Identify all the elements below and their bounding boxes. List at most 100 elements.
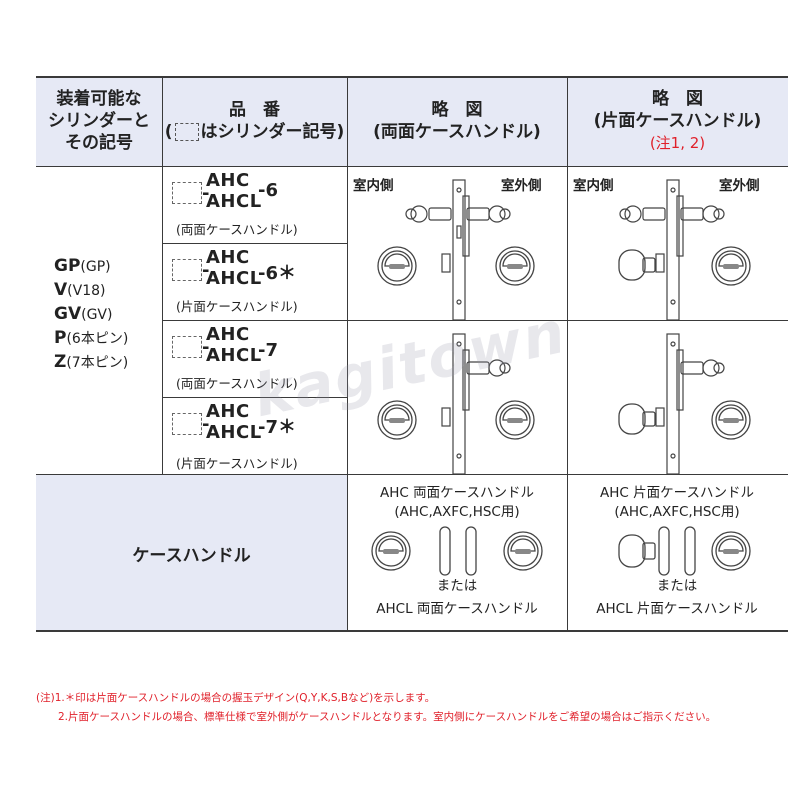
label-inside: 室内側	[353, 177, 394, 194]
cylinder-placeholder-icon	[172, 336, 202, 358]
header-title: 品 番	[229, 100, 280, 120]
or-text: または	[657, 578, 698, 594]
code-ahc: AHC	[206, 401, 250, 422]
product-note: (片面ケースハンドル)	[176, 299, 298, 314]
rule-bottom-section	[36, 474, 788, 475]
lock-sketch-single-upper: 室内側 室外側	[573, 177, 760, 320]
case-handle-label-cell: ケースハンドル	[36, 474, 347, 632]
paren-open: (	[164, 122, 173, 142]
header-line: その記号	[65, 133, 133, 153]
code-ahcl: AHCL	[206, 422, 262, 443]
header-mountable-cylinders: 装着可能な シリンダーと その記号	[36, 76, 162, 166]
case-handle-label: ケースハンドル	[132, 545, 251, 566]
symbol-list: GP(GP) V(V18) GV(GV) P(6本ピン) Z(7本ピン)	[36, 254, 162, 384]
rule-header	[36, 166, 788, 167]
double-alt: AHCL 両面ケースハンドル	[376, 601, 537, 617]
label-outside: 室外側	[501, 177, 542, 194]
case-handle-icon	[371, 531, 411, 571]
knob-icon	[618, 403, 656, 435]
product-note: (片面ケースハンドル)	[176, 456, 298, 471]
symbol-p: P(6本ピン)	[54, 328, 129, 348]
dashed-box-icon	[174, 123, 199, 141]
lock-sketch-double-upper: 室内側 室外側	[353, 177, 542, 320]
rule-row	[162, 320, 788, 321]
key-cylinder-icon	[619, 205, 725, 223]
header-product-number: 品 番 ( はシリンダー記号)	[162, 76, 347, 166]
code-ahc: AHC	[206, 247, 250, 268]
escutcheon-plate-icon	[658, 526, 696, 576]
lock-sketch-double-lower	[377, 333, 535, 474]
lockcase-icon	[655, 333, 684, 474]
key-cylinder-icon	[680, 359, 725, 377]
symbol-v: V(V18)	[54, 280, 106, 300]
code-suffix: -7＊	[258, 417, 296, 438]
or-text: または	[437, 578, 478, 594]
rule-bottom	[36, 630, 788, 632]
code-ahc: AHC	[206, 170, 250, 191]
rule-vertical	[347, 76, 348, 632]
label-inside: 室内側	[573, 177, 614, 194]
case-handle-icon	[495, 246, 535, 286]
header-sketch-single: 略 図 (片面ケースハンドル) (注1, 2)	[567, 76, 788, 166]
symbol-z: Z(7本ピン)	[54, 352, 129, 372]
product-row: - AHC AHCL -6＊ (片面ケースハンドル)	[162, 243, 347, 320]
code-ahcl: AHCL	[206, 191, 262, 212]
label-outside: 室外側	[719, 177, 760, 194]
case-handle-icon	[377, 400, 417, 440]
header-title: 略 図	[652, 89, 703, 109]
models: (AHC,AXFC,HSC用)	[394, 504, 519, 520]
case-handle-single-sketch: AHC 片面ケースハンドル (AHC,AXFC,HSC用) または AHCL 片…	[596, 485, 757, 617]
header-title: 略 図	[431, 100, 483, 120]
escutcheon-plate-icon	[439, 526, 477, 576]
product-row: - AHC AHCL -7＊ (片面ケースハンドル)	[162, 397, 347, 474]
case-handle-icon	[711, 400, 751, 440]
knob-icon	[618, 534, 656, 568]
product-row: - AHC AHCL -7 (両面ケースハンドル)	[162, 320, 347, 397]
lockcase-icon	[441, 179, 470, 320]
code-ahc: AHC	[206, 324, 250, 345]
header-subtitle-text: はシリンダー記号)	[200, 122, 345, 142]
header-line: 装着可能な	[56, 89, 142, 109]
single-alt: AHCL 片面ケースハンドル	[596, 601, 757, 617]
code-ahcl: AHCL	[206, 345, 262, 366]
spec-table: 装着可能な シリンダーと その記号 品 番 ( はシリンダー記号) 略 図 (両…	[36, 76, 788, 632]
rule-row	[162, 243, 347, 244]
lockcase-icon	[441, 333, 470, 474]
case-handle-icon	[711, 246, 751, 286]
case-handle-icon	[495, 400, 535, 440]
rule-vertical	[162, 76, 163, 474]
case-handle-double-sketch: AHC 両面ケースハンドル (AHC,AXFC,HSC用) または AHCL 両…	[371, 485, 543, 617]
single-title: AHC 片面ケースハンドル	[600, 485, 754, 501]
knob-icon	[618, 249, 656, 281]
symbol-gp: GP(GP)	[54, 256, 111, 276]
rule-row	[162, 397, 347, 398]
double-title: AHC 両面ケースハンドル	[380, 485, 534, 501]
footnote-2: 2.片面ケースハンドルの場合、標準仕様で室外側がケースハンドルとなります。室内側…	[58, 711, 717, 723]
product-row: - AHC AHCL -6 (両面ケースハンドル)	[162, 166, 347, 243]
case-handle-icon	[503, 531, 543, 571]
models: (AHC,AXFC,HSC用)	[614, 504, 739, 520]
header-line: シリンダーと	[48, 111, 150, 131]
case-handle-icon	[711, 531, 751, 571]
rule-top	[36, 76, 788, 78]
cylinder-placeholder-icon	[172, 413, 202, 435]
code-suffix: -6	[258, 180, 278, 201]
cylinder-placeholder-icon	[172, 182, 202, 204]
product-note: (両面ケースハンドル)	[176, 222, 298, 237]
code-dash: -	[202, 337, 210, 358]
footnote-1: (注)1.＊印は片面ケースハンドルの場合の握玉デザイン(Q,Y,K,S,Bなど)…	[36, 692, 436, 704]
header-subtitle: (両面ケースハンドル)	[373, 122, 541, 142]
symbol-gv: GV(GV)	[54, 304, 113, 324]
header-note: (注1, 2)	[649, 134, 706, 152]
code-dash: -	[202, 183, 210, 204]
case-handle-icon	[377, 246, 417, 286]
lockcase-icon	[655, 179, 684, 320]
code-dash: -	[202, 260, 210, 281]
code-suffix: -6＊	[258, 263, 296, 284]
code-suffix: -7	[258, 340, 278, 361]
key-cylinder-icon	[405, 205, 511, 223]
code-dash: -	[202, 414, 210, 435]
lock-sketch-single-lower	[618, 333, 751, 474]
cylinder-placeholder-icon	[172, 259, 202, 281]
code-ahcl: AHCL	[206, 268, 262, 289]
